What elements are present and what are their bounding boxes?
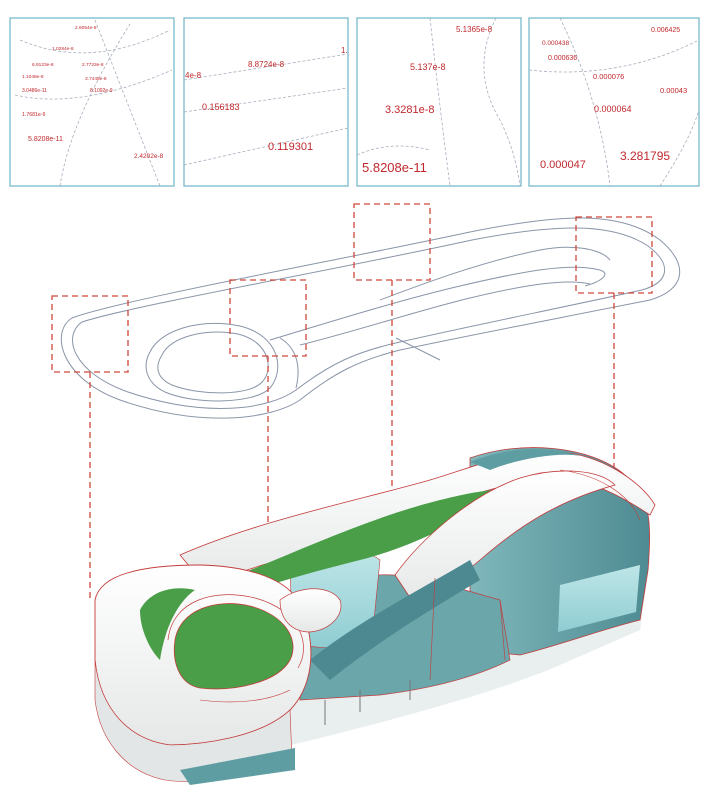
value-label: 0.156183: [202, 102, 240, 112]
value-label: 6.9123e-8: [32, 62, 54, 68]
value-label: 3.7445e-8: [85, 76, 107, 82]
inset-labels: 0.006425 0.000438 0.000636 0.000076 0.00…: [540, 27, 687, 171]
value-label: 1.7681e-9: [22, 112, 45, 118]
inset-panel-frame: [183, 17, 349, 187]
value-label: 0.000047: [540, 159, 586, 171]
value-label: 8.1092e-9: [90, 88, 113, 94]
value-label: 0.000438: [542, 40, 569, 47]
value-label: 0.000636: [548, 55, 577, 62]
white-pavilion: [279, 588, 342, 633]
green-roof-strip-left: [140, 588, 195, 660]
callout-box-2: [229, 279, 307, 357]
value-label: 3.281795: [620, 149, 670, 163]
inset-contour-lines: [183, 53, 349, 166]
support-columns: [324, 680, 411, 725]
platform-left-base: [180, 748, 295, 785]
value-label: 1.0284e-8: [52, 46, 74, 52]
section-lines: [199, 469, 641, 703]
callout-box-1: [51, 295, 129, 373]
green-courtyard-roof: [173, 603, 294, 690]
contour-plan-outline: [60, 217, 681, 419]
inset-labels: 2.6054e-8 1.0284e-8 6.9123e-8 2.7723e-8 …: [22, 25, 164, 160]
value-label: 0.000064: [594, 104, 632, 114]
inset-panel-frame: [528, 17, 700, 187]
value-label: 8.8724e-8: [248, 60, 285, 69]
inset-contour-lines: [528, 17, 700, 187]
value-label: 4e-8: [185, 71, 202, 80]
inset-contour-lines: [356, 17, 521, 187]
value-label: 5.137e-8: [410, 62, 446, 72]
value-label: 5.8208e-11: [362, 160, 427, 175]
value-label: 0.006425: [651, 27, 680, 34]
value-label: 1.: [341, 46, 348, 55]
value-label: 1.1048e-8: [22, 74, 44, 80]
inset-contour-lines: [14, 19, 173, 187]
value-label: 0.00043: [660, 86, 687, 95]
courtyard-edge-line: [167, 594, 304, 669]
green-roof-back: [200, 490, 510, 605]
inset-panel-4: 0.006425 0.000438 0.000636 0.000076 0.00…: [528, 17, 700, 187]
value-label: 0.119301: [268, 141, 313, 153]
value-label: 3.3281e-8: [385, 104, 435, 116]
callout-box-3: [353, 203, 431, 281]
teal-ramp: [310, 560, 480, 680]
inset-panel-frame: [9, 17, 175, 187]
value-label: 0.000076: [593, 72, 624, 81]
inset-panel-1: 2.6054e-8 1.0284e-8 6.9123e-8 2.7723e-8 …: [9, 17, 175, 187]
value-label: 2.7723e-8: [82, 62, 104, 68]
inset-panel-frame: [356, 17, 522, 187]
inset-panel-3: 5.1365e-8 5.137e-8 3.3281e-8 5.8208e-11: [356, 17, 522, 187]
value-label: 3.0486e-11: [22, 88, 47, 94]
value-label: 5.1365e-8: [456, 25, 493, 34]
value-label: 2.4202e-8: [134, 153, 164, 160]
teal-roof-strip: [470, 449, 580, 470]
building-model: [94, 447, 656, 785]
inset-labels: 5.1365e-8 5.137e-8 3.3281e-8 5.8208e-11: [362, 25, 493, 175]
value-label: 2.6054e-8: [75, 25, 97, 31]
callout-group: [51, 203, 653, 600]
glass-facade-right: [558, 565, 640, 632]
value-label: 5.8208e-11: [28, 136, 63, 143]
inset-panel-2: 4e-8 8.8724e-8 1. 0.156183 0.119301: [183, 17, 349, 187]
inset-labels: 4e-8 8.8724e-8 1. 0.156183 0.119301: [185, 46, 348, 153]
